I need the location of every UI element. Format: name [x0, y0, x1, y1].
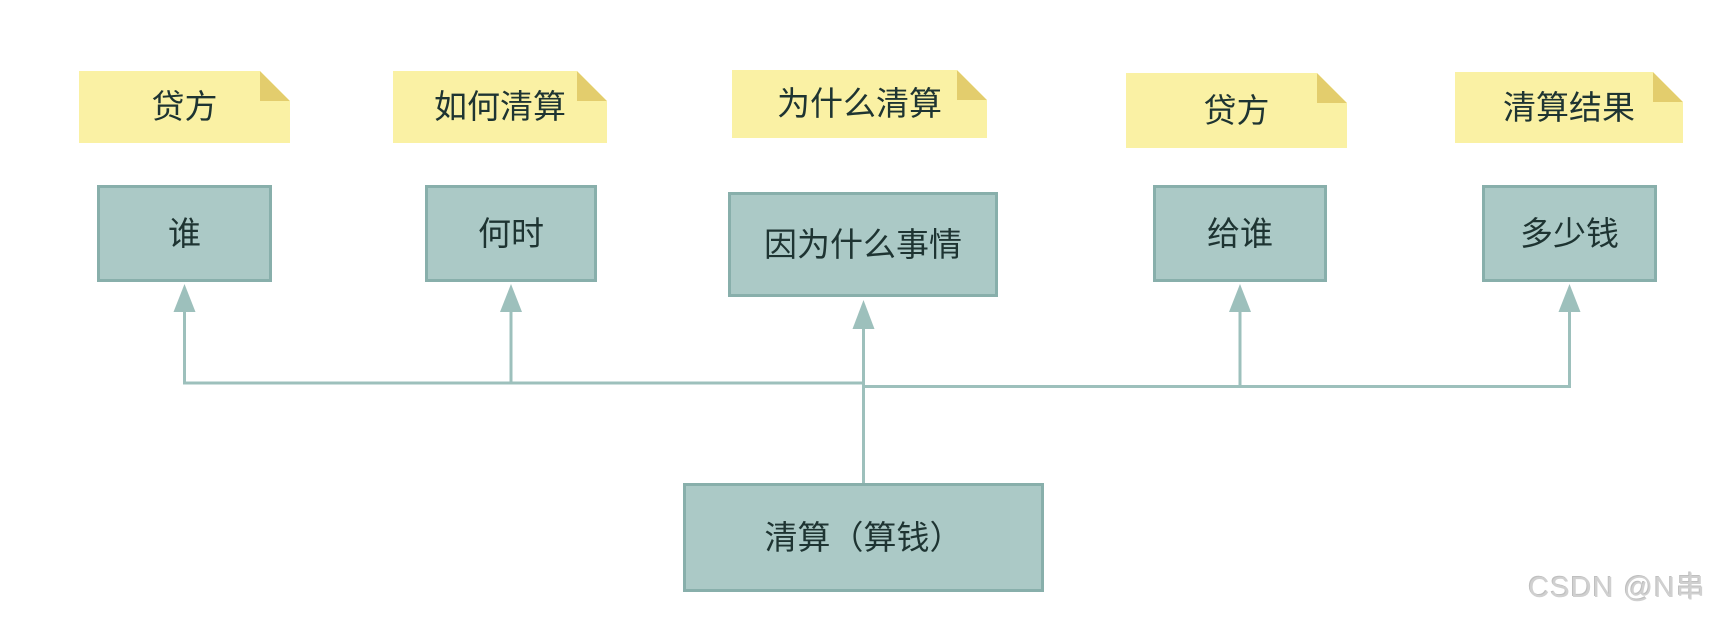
sticky-note-label: 如何清算	[434, 88, 566, 126]
box-how-much-money: 多少钱	[1482, 185, 1657, 282]
box-label: 何时	[478, 214, 544, 252]
arrow-up-when-icon	[500, 284, 522, 312]
sticky-note-how-to-settle: 如何清算	[393, 71, 607, 143]
sticky-note-creditor-2: 贷方	[1126, 73, 1347, 148]
sticky-note-label: 清算结果	[1503, 88, 1635, 126]
box-label: 多少钱	[1520, 214, 1619, 252]
arrow-up-to-whom-icon	[1229, 284, 1251, 312]
sticky-note-label: 贷方	[151, 88, 218, 126]
box-label: 因为什么事情	[764, 225, 962, 263]
sticky-note-label: 贷方	[1203, 91, 1270, 129]
box-when: 何时	[425, 185, 597, 282]
box-to-whom: 给谁	[1153, 185, 1327, 282]
arrow-up-how-much-icon	[1558, 284, 1581, 312]
box-label: 给谁	[1207, 214, 1273, 252]
box-label: 清算（算钱）	[764, 518, 963, 556]
csdn-watermark: CSDN @N串	[1528, 572, 1706, 604]
arrow-up-who-icon	[173, 284, 196, 312]
sticky-note-label: 为什么清算	[777, 85, 942, 123]
sticky-note-settlement-result: 清算结果	[1455, 72, 1683, 143]
box-for-what-matter: 因为什么事情	[728, 192, 998, 297]
box-who: 谁	[97, 185, 272, 282]
box-label: 谁	[168, 214, 201, 252]
arrow-up-root-icon	[852, 300, 875, 329]
box-settlement-root: 清算（算钱）	[683, 483, 1044, 592]
sticky-note-why-settle: 为什么清算	[732, 70, 987, 138]
sticky-note-creditor-1: 贷方	[79, 71, 290, 143]
